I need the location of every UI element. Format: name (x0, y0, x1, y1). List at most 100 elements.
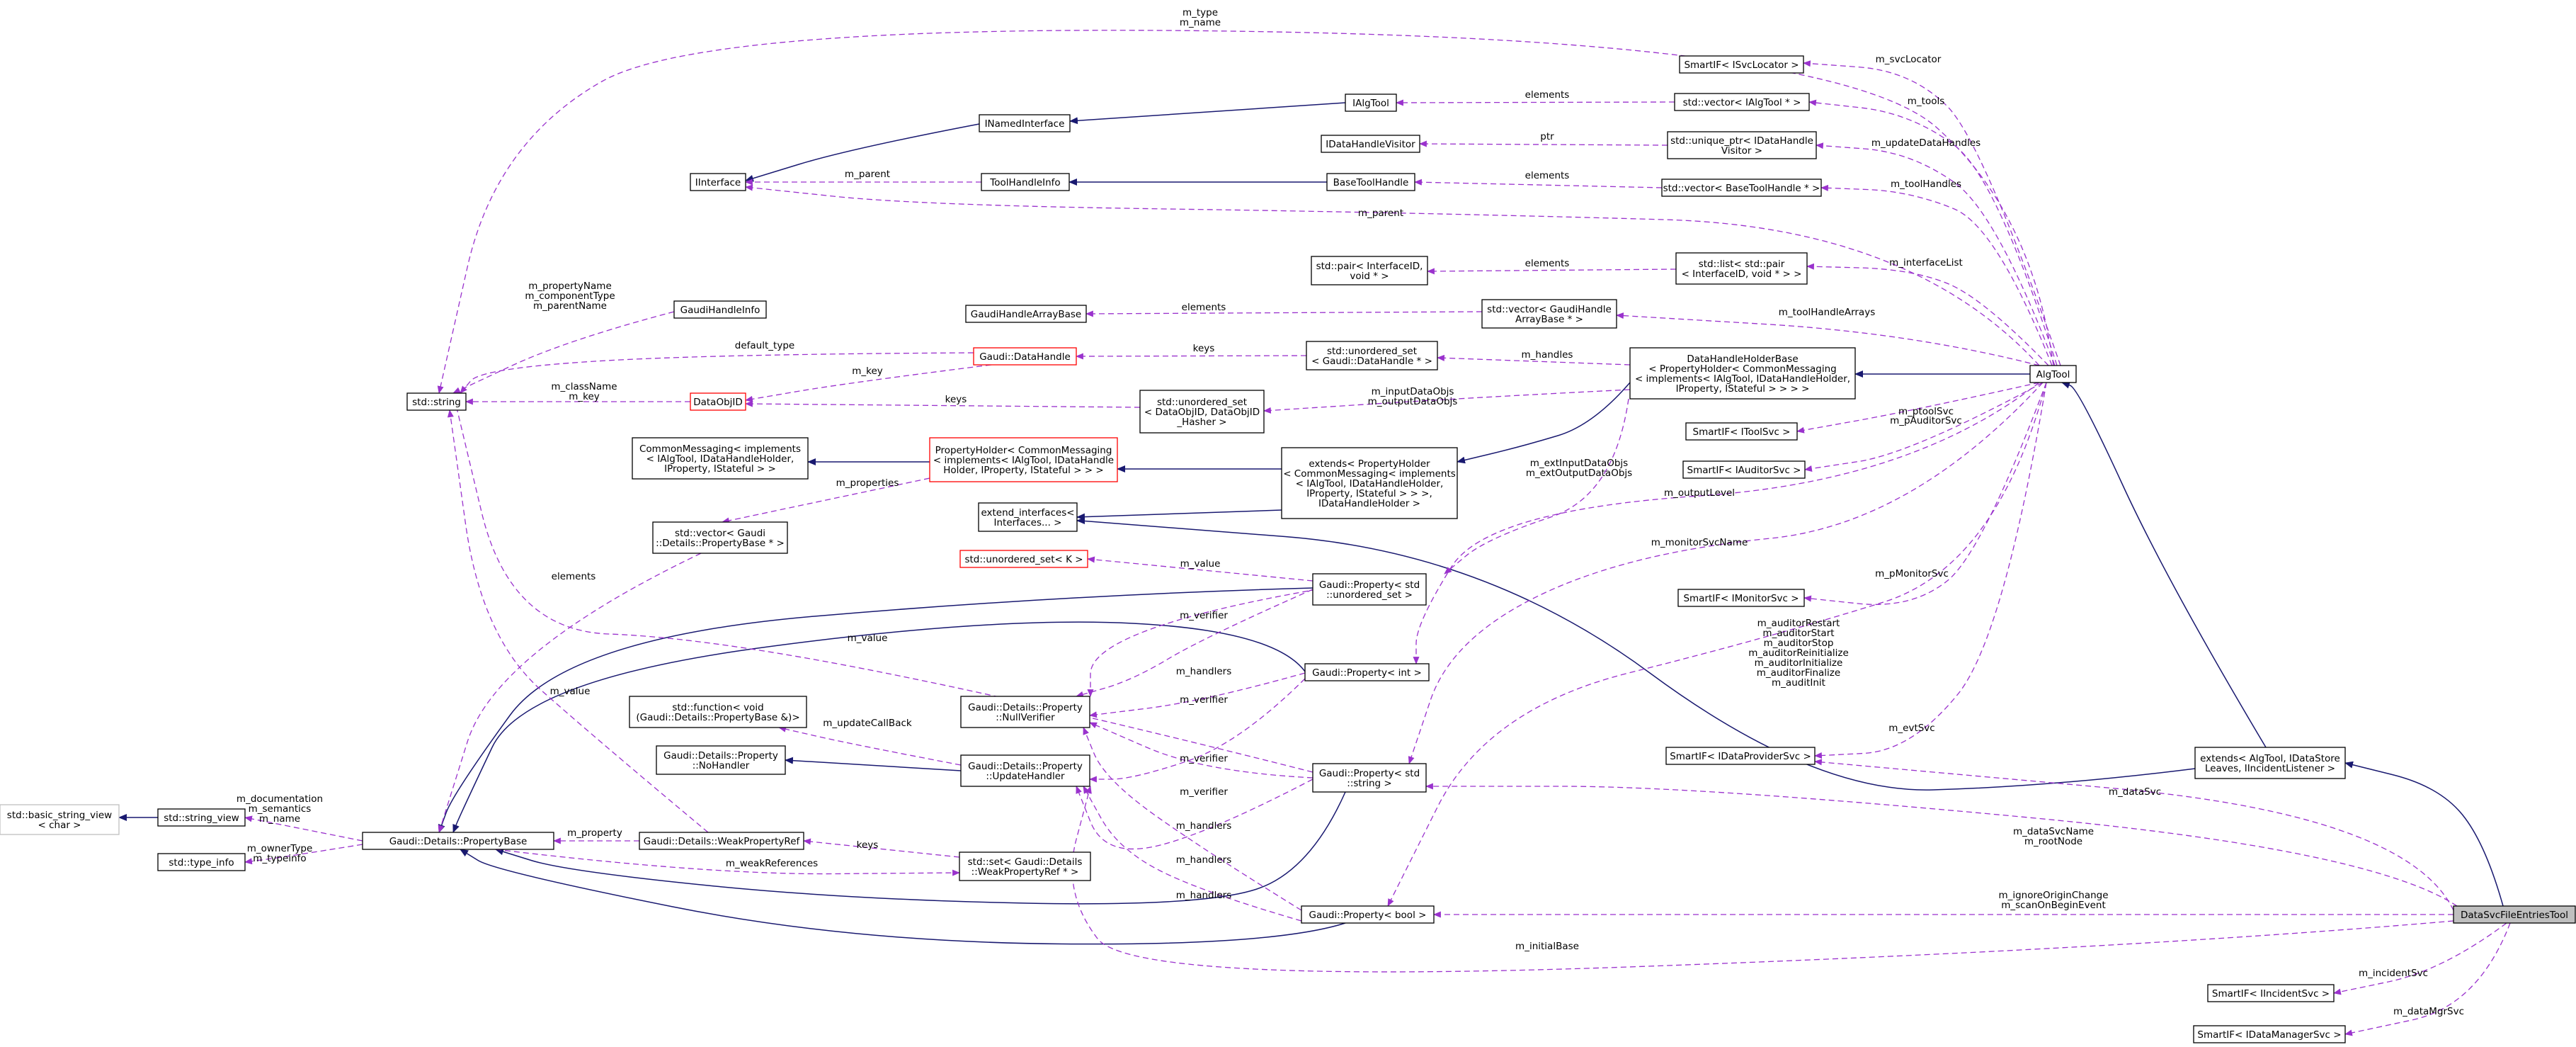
class-node-label: std::unordered_set< Gaudi::DataHandle * … (1311, 346, 1432, 367)
class-node-vec-basetoolhandle[interactable]: std::vector< BaseToolHandle * > (1661, 179, 1822, 197)
class-node-box (639, 832, 804, 850)
edge-label-line: m_verifier (1180, 694, 1228, 706)
class-node-uset-datahandle[interactable]: std::unordered_set< Gaudi::DataHandle * … (1306, 341, 1438, 370)
edge-label-line: m_auditorStop (1764, 638, 1834, 649)
class-node-extend-interfaces[interactable]: extend_interfaces<Interfaces... > (978, 502, 1078, 532)
class-node-box (929, 437, 1118, 482)
edge-label-m-toolhandlearrays: m_toolHandleArrays (1779, 307, 1875, 318)
class-node-propertyholder[interactable]: PropertyHolder< CommonMessaging< impleme… (929, 437, 1118, 482)
class-node-propertybase[interactable]: Gaudi::Details::PropertyBase (362, 832, 554, 850)
class-node-prop-int[interactable]: Gaudi::Property< int > (1304, 663, 1430, 681)
class-node-label-line: < InterfaceID, void * > > (1682, 268, 1802, 280)
class-node-datahandleholderbase[interactable]: DataHandleHolderBase< PropertyHolder< Co… (1629, 347, 1856, 400)
class-node-extends-propholder[interactable]: extends< PropertyHolder< CommonMessaging… (1281, 447, 1458, 519)
class-node-vec-ialgtool[interactable]: std::vector< IAlgTool * > (1674, 93, 1810, 111)
class-node-set-weakref[interactable]: std::set< Gaudi::Details::WeakPropertyRe… (959, 851, 1091, 881)
edge-label-line: m_parent (845, 169, 890, 180)
edge-label-line: m_toolHandleArrays (1779, 307, 1875, 318)
edge-label-line: m_initialBase (1515, 941, 1579, 952)
edge-label-line: ptr (1540, 131, 1554, 142)
class-node-iinterface[interactable]: IInterface (690, 173, 746, 191)
class-node-label-line: GaudiHandleInfo (680, 305, 760, 316)
class-node-label-line: Gaudi::Details::Property (663, 750, 778, 762)
class-node-commonmessaging[interactable]: CommonMessaging< implements< IAlgTool, I… (632, 437, 809, 480)
class-node-nullverifier[interactable]: Gaudi::Details::Property::NullVerifier (960, 696, 1090, 728)
class-node-dataobjid[interactable]: DataObjID (690, 392, 746, 411)
class-node-vec-propertybase[interactable]: std::vector< Gaudi::Details::PropertyBas… (652, 521, 788, 554)
class-node-smartif-imonitorsvc[interactable]: SmartIF< IMonitorSvc > (1677, 589, 1805, 607)
class-node-ialgtool[interactable]: IAlgTool (1345, 94, 1397, 112)
class-node-label-line: (Gaudi::Details::PropertyBase &)> (636, 712, 799, 723)
class-node-algtool[interactable]: AlgTool (2029, 365, 2077, 383)
usage-edge (1437, 354, 1631, 366)
class-node-smartif-isvclocator[interactable]: SmartIF< ISvcLocator > (1679, 55, 1804, 74)
class-node-list-pair[interactable]: std::list< std::pair< InterfaceID, void … (1675, 252, 1808, 285)
class-node-basetoolhandle[interactable]: BaseToolHandle (1326, 173, 1415, 191)
class-node-label-line: IInterface (695, 177, 741, 188)
class-node-toolhandleinfo[interactable]: ToolHandleInfo (981, 173, 1070, 191)
class-node-label-line: std::vector< BaseToolHandle * > (1663, 183, 1820, 194)
usage-edge (244, 844, 363, 865)
class-node-uset-k[interactable]: std::unordered_set< K > (959, 550, 1088, 568)
class-node-label-line: DataObjID (693, 397, 743, 408)
class-node-type-info[interactable]: std::type_info (157, 853, 246, 871)
class-node-datasvc[interactable]: DataSvcFileEntriesTool (2453, 905, 2576, 924)
usage-edge (2333, 922, 2507, 995)
edge-label-line: m_property (567, 827, 622, 839)
class-node-smartif-itoolsvc[interactable]: SmartIF< IToolSvc > (1685, 422, 1798, 441)
usage-edge (1419, 140, 1668, 147)
inheritance-edge (495, 791, 1346, 905)
class-node-idatahandlevisitor[interactable]: IDataHandleVisitor (1321, 135, 1420, 153)
class-node-weakpropertyref[interactable]: Gaudi::Details::WeakPropertyRef (639, 832, 804, 850)
class-node-label: SmartIF< ISvcLocator > (1684, 60, 1799, 71)
inheritance-edge (1069, 102, 1346, 125)
class-node-inamedinterface[interactable]: INamedInterface (979, 114, 1071, 132)
class-node-label-line: SmartIF< IDataProviderSvc > (1670, 751, 1811, 762)
class-node-box (1661, 179, 1822, 197)
edge-label-line: m_interfaceList (1889, 257, 1963, 268)
class-node-smartif-iincidentsvc[interactable]: SmartIF< IIncidentSvc > (2207, 984, 2335, 1002)
class-node-prop-bool[interactable]: Gaudi::Property< bool > (1301, 905, 1435, 924)
class-node-gaudihandlearraybase[interactable]: GaudiHandleArrayBase (965, 305, 1087, 323)
class-node-box (1682, 460, 1806, 479)
class-node-label-line: ::NullVerifier (996, 712, 1055, 723)
class-node-label-line: Gaudi::Property< std (1319, 579, 1420, 591)
class-node-box (1345, 94, 1397, 112)
class-node-pair[interactable]: std::pair< InterfaceID,void * > (1311, 256, 1428, 285)
usage-edge (1413, 382, 2040, 664)
class-node-std-function[interactable]: std::function< void(Gaudi::Details::Prop… (629, 696, 807, 728)
edge-label-line: elements (1525, 170, 1570, 181)
edge-label-m-verifier-2: m_verifier (1180, 694, 1228, 706)
class-node-string-view[interactable]: std::string_view (157, 808, 246, 827)
class-node-updatehandler[interactable]: Gaudi::Details::Property::UpdateHandler (960, 754, 1090, 787)
edge-label-m-weakreferences: m_weakReferences (726, 858, 818, 869)
class-node-basic-string-view[interactable]: std::basic_string_view< char > (0, 804, 120, 835)
class-node-gaudihandleinfo[interactable]: GaudiHandleInfo (673, 300, 767, 319)
class-node-box (1674, 93, 1810, 111)
edge-label-line: m_handlers (1176, 854, 1232, 866)
class-node-label: CommonMessaging< implements< IAlgTool, I… (639, 443, 801, 475)
usage-edge (2344, 922, 2511, 1036)
class-node-box (965, 305, 1087, 323)
class-node-prop-string[interactable]: Gaudi::Property< std::string > (1312, 763, 1427, 793)
class-node-prop-uset[interactable]: Gaudi::Property< std::unordered_set > (1312, 573, 1427, 606)
class-node-uset-dataobjid[interactable]: std::unordered_set< DataObjID, DataObjID… (1139, 390, 1265, 434)
class-node-std-string[interactable]: std::string (406, 392, 467, 411)
edge-label-m-handlers-1: m_handlers (1176, 666, 1232, 677)
class-node-smartif-idataprovidersvc[interactable]: SmartIF< IDataProviderSvc > (1665, 747, 1816, 765)
class-node-label-line: ::NoHandler (693, 760, 750, 771)
edge-label-m-interfacelist: m_interfaceList (1889, 257, 1963, 268)
class-node-nohandler[interactable]: Gaudi::Details::Property::NoHandler (656, 745, 786, 775)
class-node-label: Gaudi::Details::Property::NullVerifier (968, 702, 1083, 723)
class-node-gaudi-datahandle[interactable]: Gaudi::DataHandle (973, 347, 1077, 366)
class-node-smartif-idatamanagersvc[interactable]: SmartIF< IDataManagerSvc > (2193, 1025, 2346, 1043)
edge-label-line: m_extInputDataObjs (1530, 458, 1628, 469)
class-node-smartif-iauditorsvc[interactable]: SmartIF< IAuditorSvc > (1682, 460, 1806, 479)
edge-label-keys-weakref: keys (857, 839, 879, 851)
class-node-label-line: std::list< std::pair (1699, 259, 1785, 270)
